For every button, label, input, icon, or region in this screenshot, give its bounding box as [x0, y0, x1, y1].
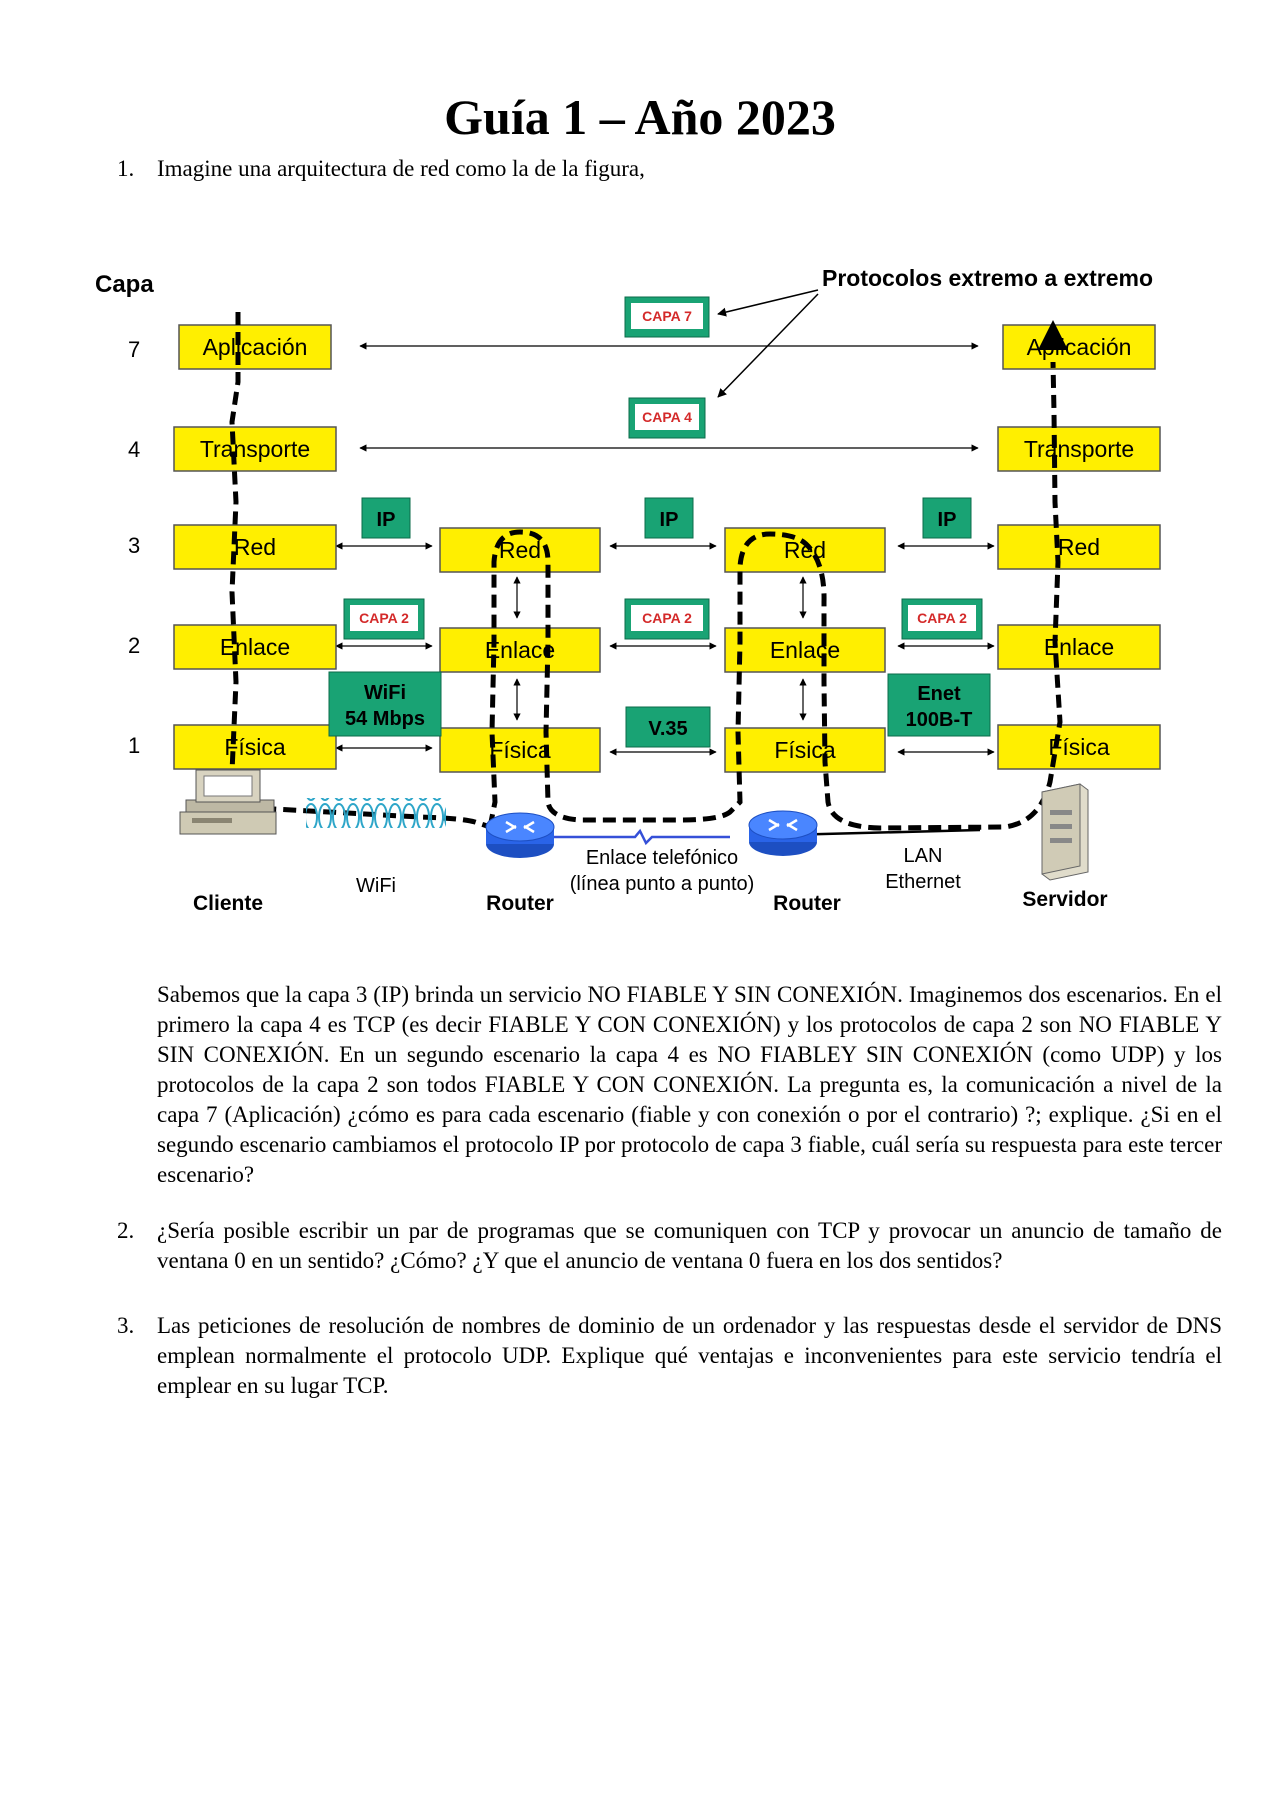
left-transporte: Transporte: [200, 436, 310, 462]
tag-enet-line2: 100B-T: [906, 709, 973, 731]
question-1-body: Sabemos que la capa 3 (IP) brinda un ser…: [157, 982, 1222, 1187]
client-computer-icon: [179, 769, 277, 835]
question-3-number: 3.: [117, 1313, 135, 1338]
layer-number-3: 3: [128, 533, 140, 558]
tag-capa2-middle: CAPA 2: [642, 610, 692, 626]
router-2-icon: [748, 810, 818, 856]
router2-enlace: Enlace: [770, 637, 840, 663]
tag-enet-line1: Enet: [917, 683, 961, 705]
tag-ip-left: IP: [377, 509, 396, 531]
network-architecture-figure: Capa 7 4 3 2 1 Protocolos extremo a extr…: [95, 265, 1161, 915]
question-1-intro: Imagine una arquitectura de red como la …: [157, 156, 645, 181]
label-servidor: Servidor: [1022, 888, 1107, 911]
layer-number-2: 2: [128, 633, 140, 658]
end-to-end-label: Protocolos extremo a extremo: [822, 265, 1153, 291]
router1-enlace: Enlace: [485, 637, 555, 663]
right-transporte: Transporte: [1024, 436, 1134, 462]
question-2-body: ¿Sería posible escribir un par de progra…: [157, 1218, 1222, 1273]
server-icon: [1041, 783, 1089, 881]
tag-capa7: CAPA 7: [642, 308, 692, 324]
right-red: Red: [1058, 534, 1100, 560]
question-3-body: Las peticiones de resolución de nombres …: [157, 1313, 1222, 1398]
router1-fisica: Física: [489, 737, 551, 763]
tag-v35: V.35: [648, 718, 687, 740]
tag-ip-middle: IP: [660, 509, 679, 531]
label-router-1: Router: [486, 892, 554, 915]
question-1-number: 1.: [117, 156, 135, 181]
label-cliente: Cliente: [193, 892, 263, 915]
question-2-number: 2.: [117, 1218, 135, 1243]
label-lan-line1: LAN: [904, 845, 943, 867]
router-1-icon: [485, 812, 555, 858]
left-enlace: Enlace: [220, 634, 290, 660]
tag-wifi-line2: 54 Mbps: [345, 708, 425, 730]
tag-wifi-line1: WiFi: [364, 682, 406, 704]
label-phone-line1: Enlace telefónico: [586, 847, 738, 869]
tag-capa2-left: CAPA 2: [359, 610, 409, 626]
router1-red: Red: [499, 537, 541, 563]
page-title: Guía 1 – Año 2023: [444, 89, 836, 145]
layer-number-1: 1: [128, 733, 140, 758]
label-wifi: WiFi: [356, 875, 396, 897]
label-router-2: Router: [773, 892, 841, 915]
tag-capa4: CAPA 4: [642, 409, 692, 425]
layer-number-4: 4: [128, 437, 140, 462]
tag-capa2-right: CAPA 2: [917, 610, 967, 626]
wifi-coil-icon: [306, 798, 446, 828]
tag-ip-right: IP: [938, 509, 957, 531]
capa-label: Capa: [95, 271, 154, 298]
layer-number-7: 7: [128, 337, 140, 362]
left-aplicacion: Aplicación: [203, 334, 308, 360]
left-red: Red: [234, 534, 276, 560]
label-phone-line2: (línea punto a punto): [570, 873, 755, 895]
label-lan-line2: Ethernet: [885, 871, 961, 893]
